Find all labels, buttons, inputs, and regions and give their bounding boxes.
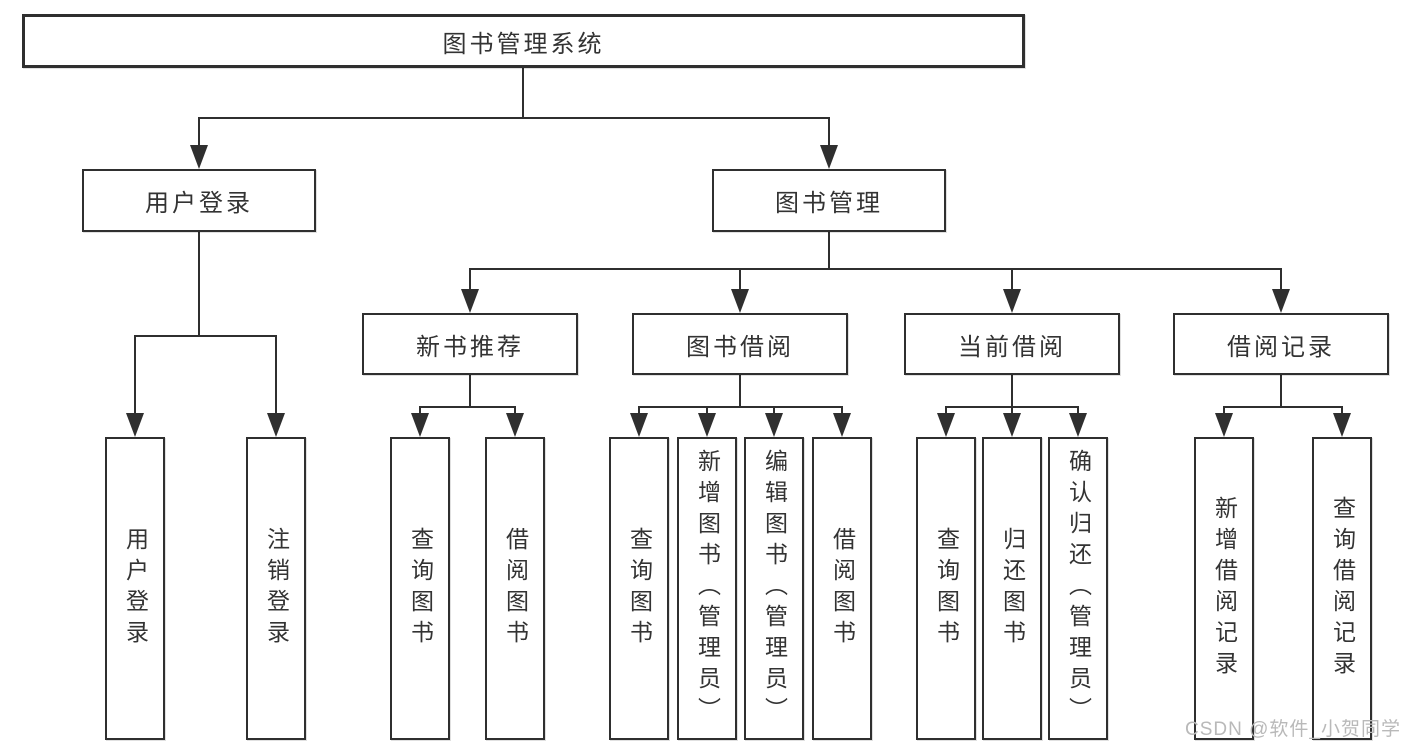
node-label: 用户登录 (145, 190, 253, 217)
leaf-query-books: 查询图书 (390, 437, 450, 740)
node-borrow-records: 借阅记录 (1173, 313, 1389, 375)
connector-line (945, 375, 1079, 420)
leaf-label: 借阅图书 (829, 526, 856, 651)
leaf-query-books: 查询图书 (609, 437, 669, 740)
leaf-query-borrow-record: 查询借阅记录 (1312, 437, 1372, 740)
connector-line (198, 68, 830, 152)
leaf-label: 归还图书 (999, 526, 1026, 651)
leaf-label: 查询图书 (407, 526, 434, 651)
node-current-borrow: 当前借阅 (904, 313, 1120, 375)
leaf-label: 查询图书 (626, 526, 653, 651)
leaf-label: 确认归还（管理员） (1065, 449, 1092, 728)
leaf-label: 编辑图书（管理员） (761, 449, 788, 728)
connector-line (134, 232, 277, 420)
csdn-watermark: CSDN @软件_小贺同学 (1185, 719, 1401, 740)
leaf-label: 注销登录 (263, 526, 290, 651)
node-user-login: 用户登录 (82, 169, 316, 232)
node-new-book-recommend: 新书推荐 (362, 313, 578, 375)
leaf-confirm-return-admin: 确认归还（管理员） (1048, 437, 1108, 740)
leaf-borrow-books: 借阅图书 (485, 437, 545, 740)
node-library-system: 图书管理系统 (22, 14, 1025, 68)
leaf-borrow-books: 借阅图书 (812, 437, 872, 740)
leaf-edit-book-admin: 编辑图书（管理员） (744, 437, 804, 740)
leaf-user-login: 用户登录 (105, 437, 165, 740)
leaf-add-borrow-record: 新增借阅记录 (1194, 437, 1254, 740)
node-label: 当前借阅 (958, 333, 1066, 361)
connector-line (1223, 375, 1343, 420)
node-book-borrow: 图书借阅 (632, 313, 848, 375)
leaf-label: 新增借阅记录 (1211, 495, 1238, 682)
connector-line (469, 232, 1282, 296)
connector-line (638, 375, 843, 420)
leaf-label: 查询图书 (933, 526, 960, 651)
node-label: 图书管理系统 (442, 30, 605, 58)
leaf-label: 查询借阅记录 (1329, 495, 1356, 682)
leaf-logout: 注销登录 (246, 437, 306, 740)
leaf-query-books: 查询图书 (916, 437, 976, 740)
node-label: 新书推荐 (416, 333, 524, 361)
node-book-management: 图书管理 (712, 169, 946, 232)
leaf-return-books: 归还图书 (982, 437, 1042, 740)
leaf-label: 用户登录 (122, 526, 149, 651)
node-label: 图书管理 (775, 190, 883, 217)
node-label: 图书借阅 (686, 333, 794, 361)
leaf-label: 借阅图书 (502, 526, 529, 651)
leaf-add-book-admin: 新增图书（管理员） (677, 437, 737, 740)
connector-line (419, 375, 516, 420)
leaf-label: 新增图书（管理员） (694, 449, 721, 728)
node-label: 借阅记录 (1227, 333, 1335, 361)
